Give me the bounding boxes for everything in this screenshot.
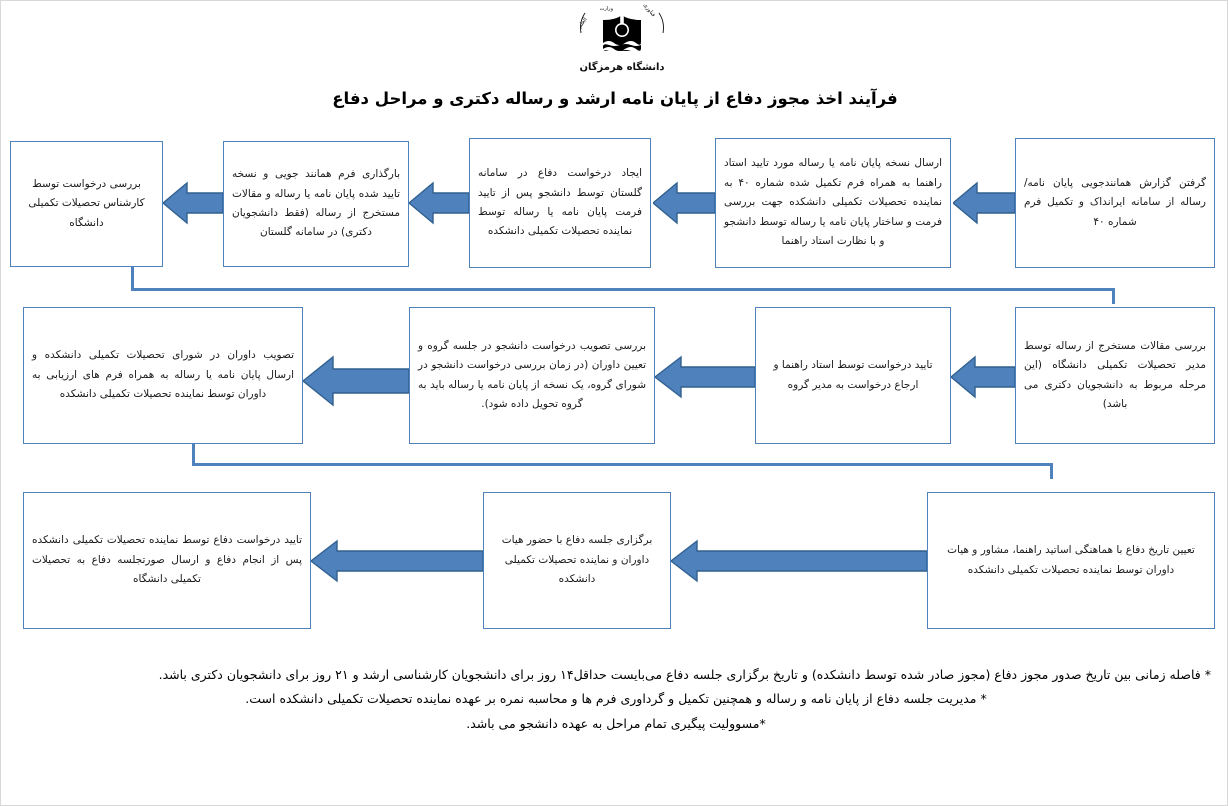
arrow-left-icon-6-7 <box>951 355 1015 399</box>
arrow-left-icon-8-9 <box>303 355 409 407</box>
connector-r2-h <box>192 463 1053 466</box>
svg-text:العلم: العلم <box>577 16 589 29</box>
connector-r2-v2 <box>1050 463 1053 479</box>
footnote-3: *مسوولیت پیگیری تمام مراحل به عهده دانشج… <box>466 715 766 731</box>
flow-node-step-5[interactable]: بررسی درخواست توسط کارشناس تحصیلات تکمیل… <box>10 141 163 267</box>
flow-node-step-8[interactable]: بررسی تصویب درخواست دانشجو در جلسه گروه … <box>409 307 655 444</box>
footnote-1: * فاصله زمانی بین تاریخ صدور مجوز دفاع (… <box>158 667 1211 682</box>
arrow-left-icon-1-2 <box>953 181 1015 225</box>
connector-r1-v2 <box>1112 288 1115 304</box>
footnotes: * فاصله زمانی بین تاریخ صدور مجوز دفاع (… <box>21 663 1211 736</box>
flow-node-step-6[interactable]: بررسی مقالات مستخرج از رساله توسط مدیر ت… <box>1015 307 1215 444</box>
flow-node-step-11[interactable]: برگزاری جلسه دفاع با حضور هیات داوران و … <box>483 492 671 629</box>
flow-node-step-9[interactable]: تصویب داوران در شورای تحصیلات تکمیلی دان… <box>23 307 303 444</box>
svg-text:فناوری: فناوری <box>642 3 657 19</box>
flow-node-step-12[interactable]: تایید درخواست دفاع توسط نماینده تحصیلات … <box>23 492 311 629</box>
footnote-2: * مدیریت جلسه دفاع از پایان نامه و رساله… <box>245 691 987 707</box>
university-book-emblem-icon: العلم فناوری وزارت <box>577 3 664 52</box>
flow-node-step-10[interactable]: تعیین تاریخ دفاع با هماهنگی اساتید راهنم… <box>927 492 1215 629</box>
flow-node-step-7[interactable]: تایید درخواست توسط استاد راهنما و ارجاع … <box>755 307 951 444</box>
arrow-left-icon-10-11 <box>671 539 927 583</box>
page-title: فرآیند اخذ مجوز دفاع از پایان نامه ارشد … <box>332 89 898 108</box>
arrow-left-icon-2-3 <box>653 181 715 225</box>
flow-node-step-4[interactable]: بارگذاری فرم همانند جویی و نسخه تایید شد… <box>223 141 409 267</box>
svg-text:وزارت: وزارت <box>600 6 614 12</box>
connector-r2-v1 <box>192 443 195 465</box>
flow-node-step-1[interactable]: گرفتن گزارش همانندجویی پایان نامه/ رساله… <box>1015 138 1215 268</box>
logo-caption: دانشگاه هرمزگان <box>579 62 665 73</box>
arrow-left-icon-11-12 <box>311 539 483 583</box>
flow-node-step-2[interactable]: ارسال نسخه پایان نامه یا رساله مورد تایی… <box>715 138 951 268</box>
arrow-left-icon-7-8 <box>655 355 755 399</box>
connector-r1-h <box>131 288 1115 291</box>
flow-node-step-3[interactable]: ایجاد درخواست دفاع در سامانه گلستان توسط… <box>469 138 651 268</box>
arrow-left-icon-4-5 <box>163 181 223 225</box>
arrow-left-icon-3-4 <box>409 181 469 225</box>
university-logo: العلم فناوری وزارت دانشگاه هرمزگان <box>547 3 697 77</box>
connector-r1-v1 <box>131 267 134 291</box>
